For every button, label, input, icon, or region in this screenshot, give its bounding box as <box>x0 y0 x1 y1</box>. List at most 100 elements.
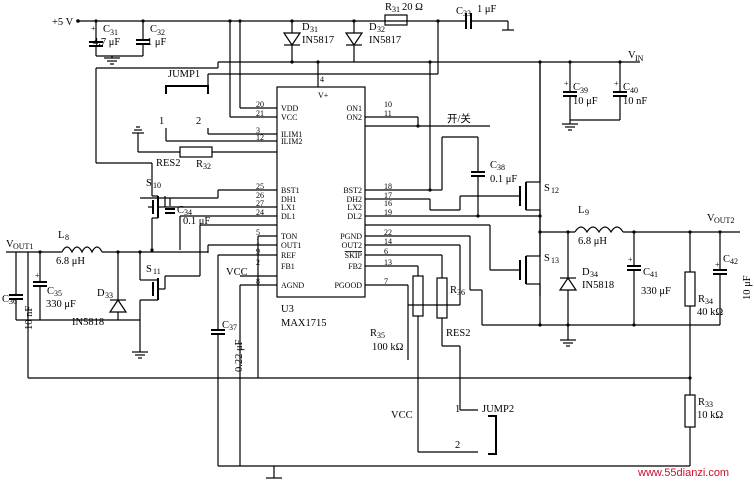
ic-pin-name: REF <box>281 251 296 260</box>
jump1-p2: 2 <box>196 116 201 127</box>
l8-value: 6.8 μH <box>56 256 85 267</box>
c38-ref: C <box>490 160 497 171</box>
ic-pin-name: LX2 <box>347 203 362 212</box>
ic-pin-name: ON1 <box>346 104 362 113</box>
s11-ref: S <box>146 264 152 275</box>
jump2-p1: 1 <box>455 404 460 415</box>
ic-pin-right-pgnd: PGND 22 <box>340 228 392 241</box>
ic-pin-number: 14 <box>384 237 392 246</box>
l8-ref: L <box>58 230 64 241</box>
r35-ref: R <box>370 328 377 339</box>
c34-ref: C <box>177 205 184 216</box>
r34-sub: 34 <box>705 297 713 306</box>
c33-ref: C <box>456 6 463 17</box>
c32-ref: C <box>150 24 157 35</box>
r34-value: 40 kΩ <box>697 307 723 318</box>
svg-text:+: + <box>564 79 569 88</box>
ic-pin-number: 19 <box>384 208 392 217</box>
ic-pin-right-bst2: BST2 18 <box>343 182 392 195</box>
ic-pin-name: TON <box>281 232 298 241</box>
ic-pin-number: 13 <box>384 258 392 267</box>
c31-value: 4.7 μF <box>93 37 120 48</box>
ic-pin-number: 11 <box>384 109 392 118</box>
d32-ref: D <box>369 22 377 33</box>
ic-pin-number: 25 <box>256 182 264 191</box>
r31-sub: 31 <box>392 5 400 14</box>
ic-pin-left-vdd: 20 VDD <box>256 100 299 113</box>
d33-ref: D <box>97 288 105 299</box>
c39-value: 10 μF <box>573 96 598 107</box>
ic-pin-number: 10 <box>384 100 392 109</box>
d32-sub: 32 <box>377 25 385 34</box>
d32-value: IN5817 <box>369 35 401 46</box>
ic-pin-name: VDD <box>281 104 299 113</box>
c39-sub: 39 <box>580 86 588 95</box>
ic-pin-name: DH1 <box>281 195 297 204</box>
d34-sub: 34 <box>590 270 598 279</box>
ic-ref: U3 <box>281 304 294 315</box>
ic-pin-name: VCC <box>281 113 297 122</box>
plus5v-label: +5 V <box>52 17 74 28</box>
ic-pin-number: 18 <box>384 182 392 191</box>
c31-sub: 31 <box>110 28 118 37</box>
ic-pin-name: OUT1 <box>281 241 301 250</box>
s13-sub: 13 <box>551 256 559 265</box>
jump1-label: JUMP1 <box>168 69 200 80</box>
c42-sub: 42 <box>730 257 738 266</box>
watermark: www.55dianzi.com <box>637 467 729 479</box>
ic-pin-name: LX1 <box>281 203 296 212</box>
vin-label: V <box>628 50 636 61</box>
ic-pin-name: ILIM2 <box>281 137 302 146</box>
d34-ref: D <box>582 267 590 278</box>
s13-ref: S <box>544 253 550 264</box>
jump2-label: JUMP2 <box>482 404 514 415</box>
ic-pin-number: 7 <box>384 277 388 286</box>
ic-pin-number: 24 <box>256 208 264 217</box>
ic-pin-number: 20 <box>256 100 264 109</box>
s12-sub: 12 <box>551 186 559 195</box>
ic-pin-number: 22 <box>384 228 392 237</box>
r32-ref: R <box>196 159 203 170</box>
c36-value: 10 nF <box>24 306 35 330</box>
ic-pin-name: SKIP <box>345 251 363 260</box>
c36-ref: C <box>2 294 9 305</box>
d31-ref: D <box>302 22 310 33</box>
ic-pin-number: 3 <box>256 126 260 135</box>
jump2-p2: 2 <box>455 440 460 451</box>
svg-text:+: + <box>614 79 619 88</box>
l9-value: 6.8 μH <box>578 236 607 247</box>
vout2-sub: OUT2 <box>714 216 734 225</box>
c41-sub: 41 <box>650 270 658 279</box>
res2-left: RES2 <box>156 158 181 169</box>
c37-value: 0.22 μF <box>234 339 245 372</box>
ic-pin-left-ilim1: 3 ILIM1 <box>256 126 302 139</box>
l9-ref: L <box>578 205 584 216</box>
c41-ref: C <box>643 267 650 278</box>
r36-ref: R <box>450 285 457 296</box>
ic-pin-name: BST2 <box>343 186 362 195</box>
s11-sub: 11 <box>153 267 161 276</box>
l8-sub: 8 <box>65 233 69 242</box>
ic-pin-name: ON2 <box>346 113 362 122</box>
ic-pin-name: DH2 <box>346 195 362 204</box>
on-off-label: 开/关 <box>447 112 471 125</box>
ic-body <box>276 86 366 298</box>
l9-sub: 9 <box>585 208 589 217</box>
r35-sub: 35 <box>377 331 385 340</box>
c42-value: 10 μF <box>742 275 753 300</box>
c40-value: 10 nF <box>623 96 647 107</box>
vout1-label: V <box>6 239 14 250</box>
ic-pin-name: ILIM1 <box>281 130 302 139</box>
ic-pin-name: PGND <box>340 232 362 241</box>
r33-sub: 33 <box>705 400 713 409</box>
c40-ref: C <box>623 82 630 93</box>
